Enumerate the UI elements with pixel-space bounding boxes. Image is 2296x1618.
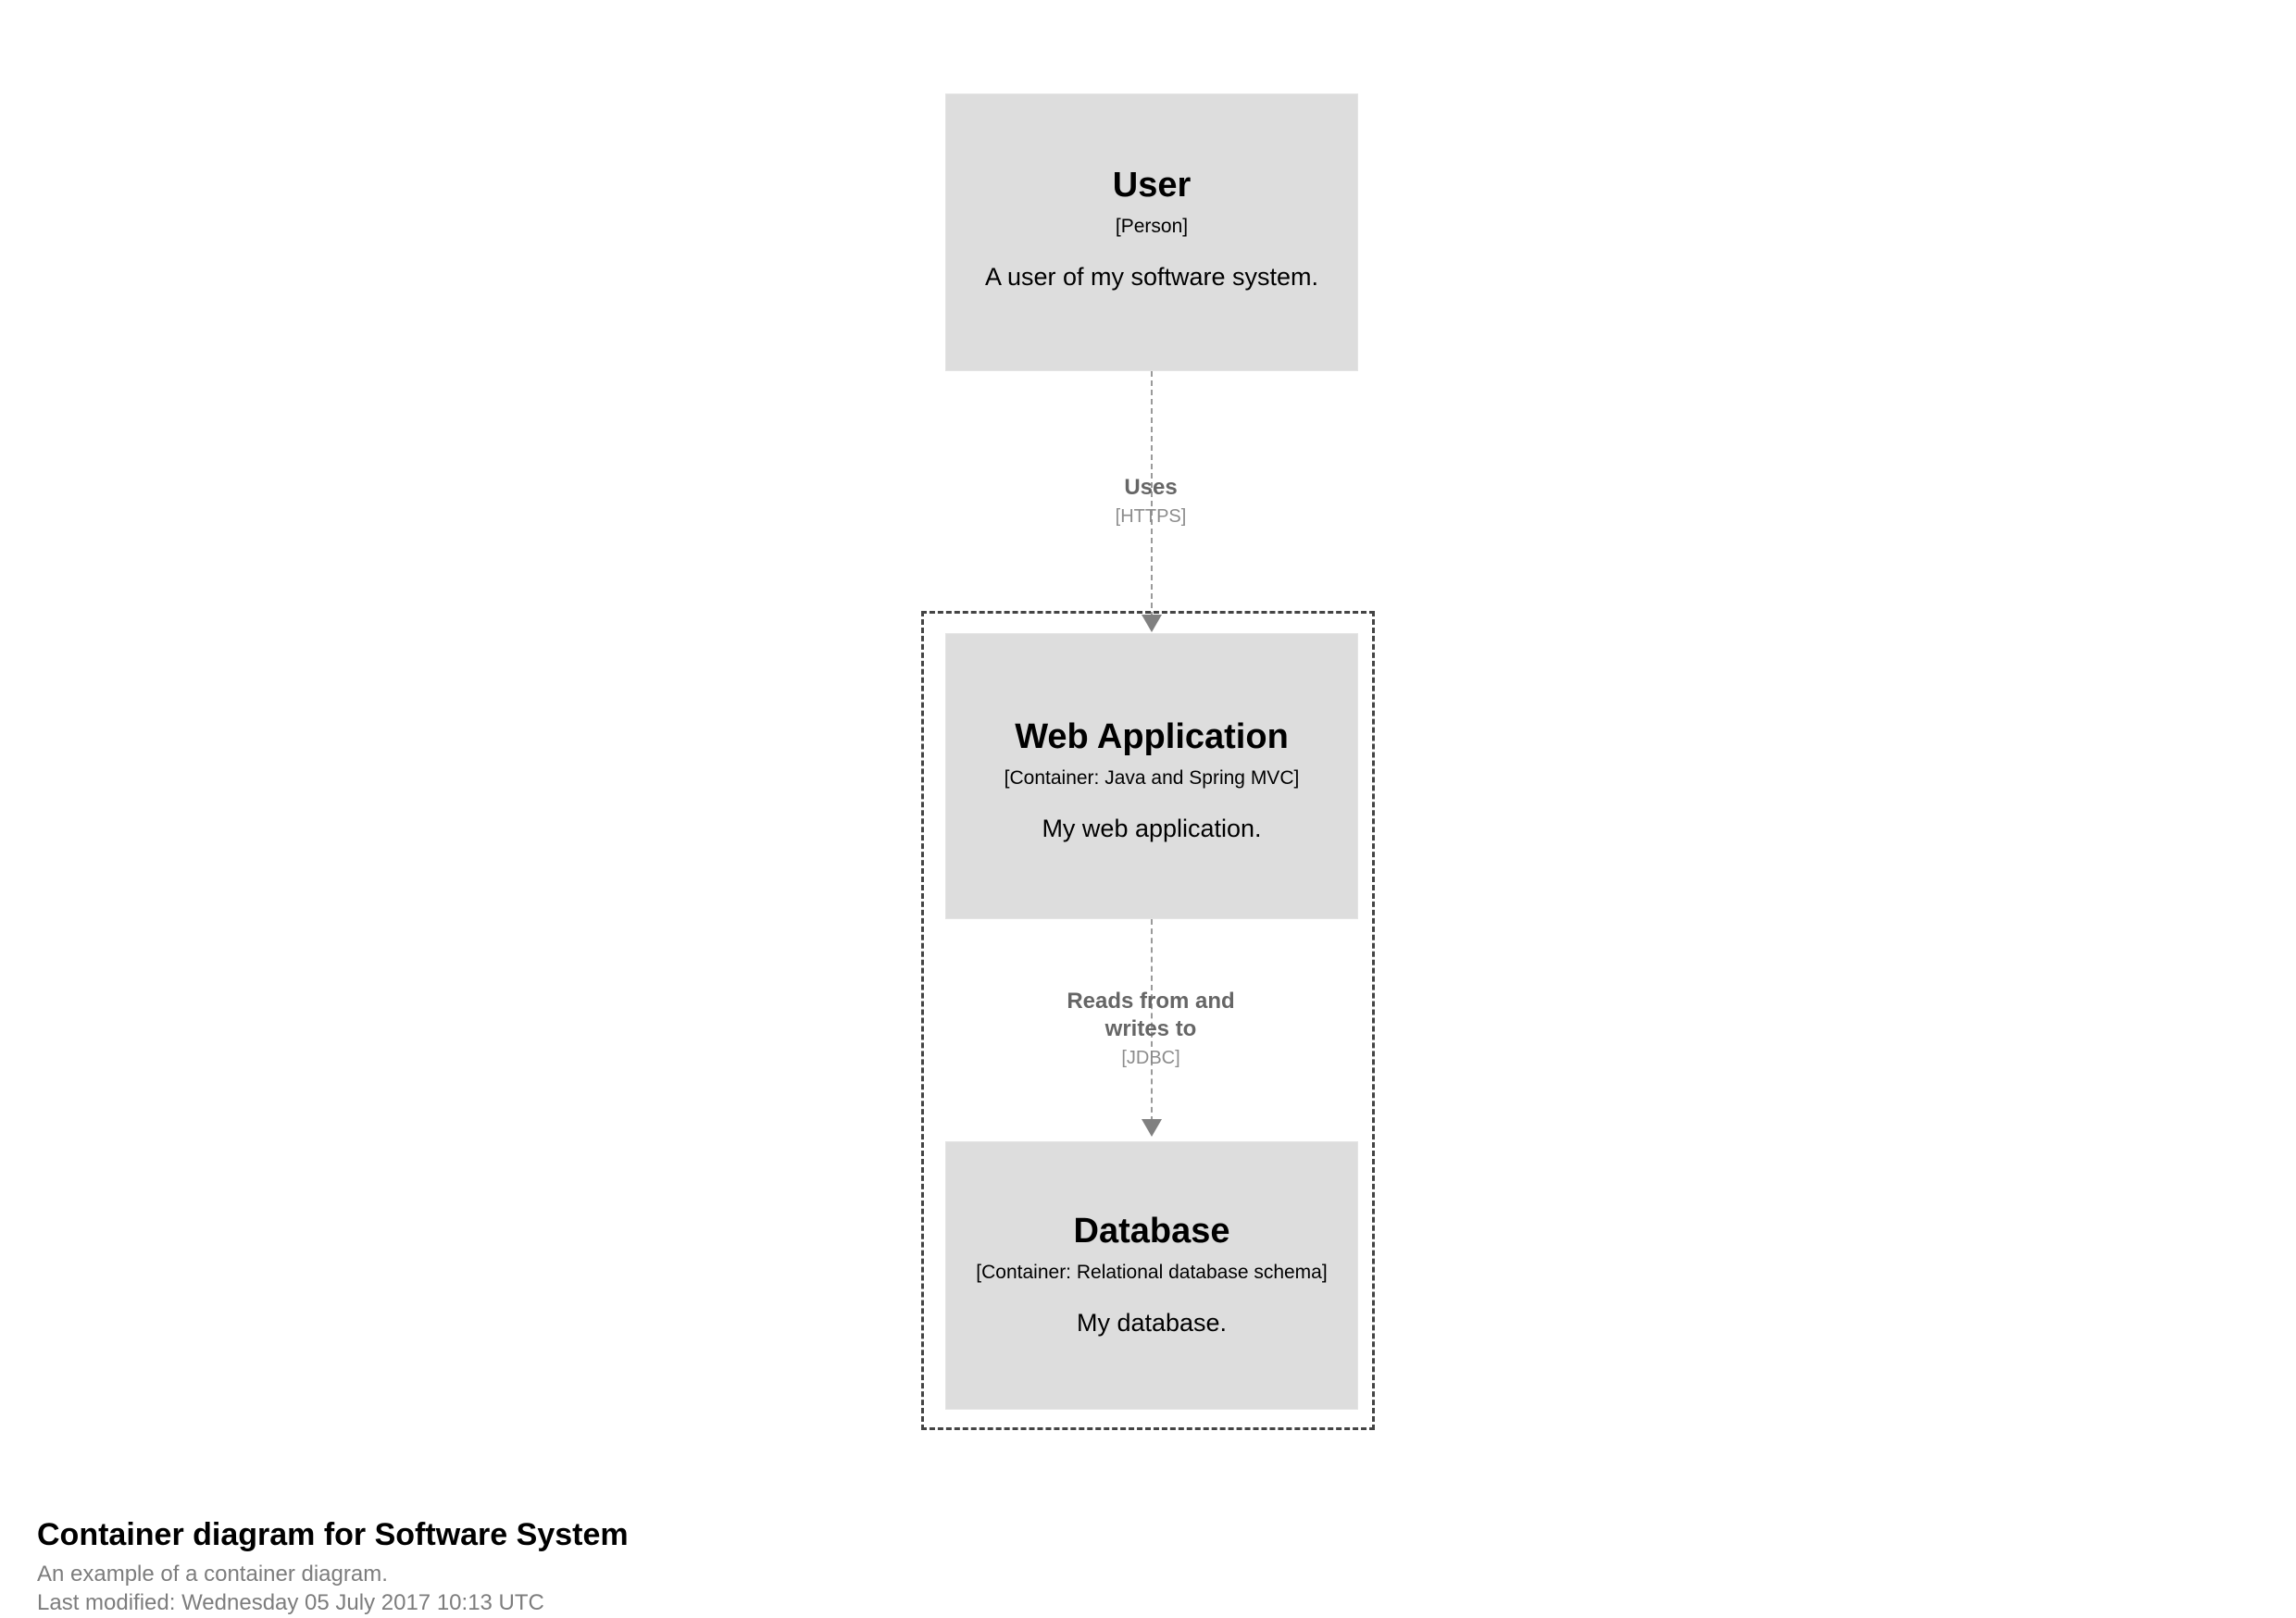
node-database-description: My database. (1076, 1308, 1228, 1337)
node-user-description: A user of my software system. (984, 262, 1319, 291)
relationship-label-uses: Uses [HTTPS] (966, 474, 1336, 529)
relationship-reads-writes-description: Reads from and writes to (1067, 989, 1235, 1041)
relationship-uses-description: Uses (1124, 475, 1178, 500)
relationship-arrowhead-reads-writes (1142, 1119, 1162, 1137)
relationship-label-reads-writes: Reads from and writes to [JDBC] (966, 988, 1336, 1070)
node-web-application[interactable]: Web Application [Container: Java and Spr… (945, 633, 1358, 919)
caption-description: An example of a container diagram. (37, 1561, 388, 1587)
node-database[interactable]: Database [Container: Relational database… (945, 1141, 1358, 1410)
relationship-line-reads-writes (1151, 919, 1153, 1122)
diagram-caption: Container diagram for Software System An… (37, 1516, 1148, 1618)
caption-last-modified: Last modified: Wednesday 05 July 2017 10… (37, 1590, 544, 1616)
caption-title: Container diagram for Software System (37, 1517, 629, 1552)
relationship-arrowhead-uses (1142, 615, 1162, 632)
relationship-reads-writes-technology: [JDBC] (1121, 1048, 1180, 1068)
node-database-technology: [Container: Relational database schema] (976, 1261, 1328, 1283)
node-web-application-technology: [Container: Java and Spring MVC] (1004, 766, 1300, 789)
node-database-name: Database (1073, 1212, 1230, 1251)
node-user-technology: [Person] (1115, 215, 1189, 237)
relationship-uses-technology: [HTTPS] (1115, 506, 1187, 527)
node-user[interactable]: User [Person] A user of my software syst… (945, 93, 1358, 371)
relationship-line-uses (1151, 371, 1153, 617)
node-web-application-name: Web Application (1015, 717, 1289, 756)
system-boundary (921, 611, 1375, 1430)
node-user-name: User (1112, 166, 1192, 205)
node-web-application-description: My web application. (1042, 814, 1262, 842)
